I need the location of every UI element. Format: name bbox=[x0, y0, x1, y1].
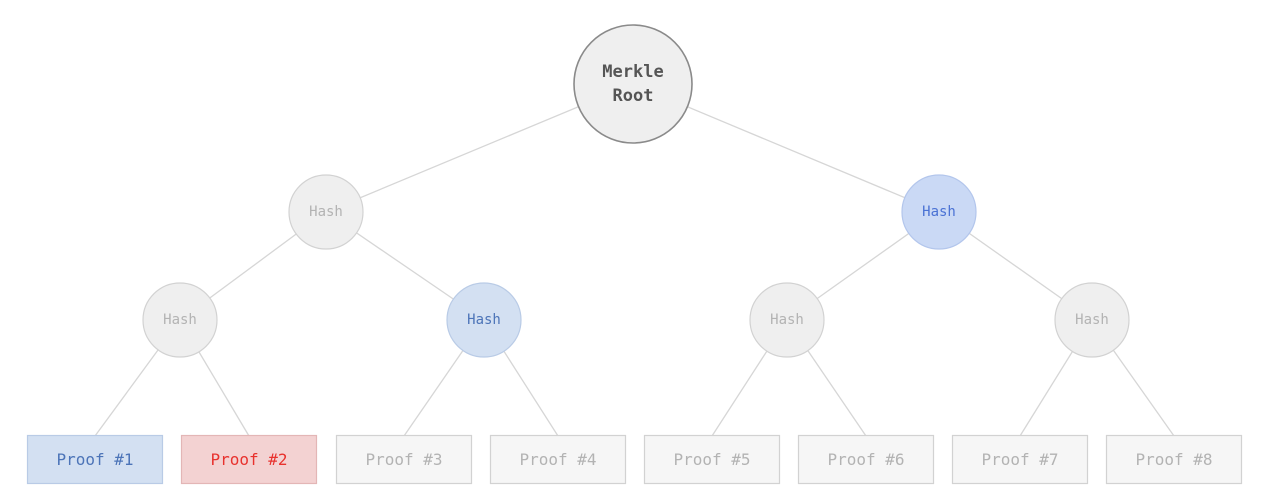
proof-2-label: Proof #2 bbox=[210, 450, 287, 469]
hash-l2-2-node: Hash bbox=[446, 282, 522, 358]
hash-l2-3-node: Hash bbox=[749, 282, 825, 358]
hash-l2-3-label: Hash bbox=[770, 312, 804, 328]
proof-6-leaf: Proof #6 bbox=[797, 434, 935, 485]
hash-l2-3-circle bbox=[749, 282, 825, 358]
hash-l2-2-label: Hash bbox=[467, 312, 501, 328]
proof-7-label: Proof #7 bbox=[981, 450, 1058, 469]
proof-1-box bbox=[26, 434, 164, 485]
proof-1-label: Proof #1 bbox=[56, 450, 133, 469]
proof-5-leaf: Proof #5 bbox=[643, 434, 781, 485]
hash-l2-1-node: Hash bbox=[142, 282, 218, 358]
hash-l2-1-label: Hash bbox=[163, 312, 197, 328]
proof-3-leaf: Proof #3 bbox=[335, 434, 473, 485]
proof-3-label: Proof #3 bbox=[365, 450, 442, 469]
proof-2-box bbox=[180, 434, 318, 485]
merkle-root-circle bbox=[573, 24, 693, 144]
merkle-root-label-line-2: Root bbox=[613, 86, 654, 106]
hash-l2-4-node: Hash bbox=[1054, 282, 1130, 358]
hash-l1-right-label: Hash bbox=[922, 204, 956, 220]
proof-4-box bbox=[489, 434, 627, 485]
proof-8-leaf: Proof #8 bbox=[1105, 434, 1243, 485]
proof-7-box bbox=[951, 434, 1089, 485]
proof-3-box bbox=[335, 434, 473, 485]
hash-l2-4-circle bbox=[1054, 282, 1130, 358]
proof-8-box bbox=[1105, 434, 1243, 485]
proof-1-leaf: Proof #1 bbox=[26, 434, 164, 485]
proof-8-label: Proof #8 bbox=[1135, 450, 1212, 469]
hash-l1-right-node: Hash bbox=[901, 174, 977, 250]
proof-2-leaf: Proof #2 bbox=[180, 434, 318, 485]
hash-l2-1-circle bbox=[142, 282, 218, 358]
proof-7-leaf: Proof #7 bbox=[951, 434, 1089, 485]
hash-l1-left-circle bbox=[288, 174, 364, 250]
hash-l1-left-node: Hash bbox=[288, 174, 364, 250]
hash-l2-4-label: Hash bbox=[1075, 312, 1109, 328]
proof-6-box bbox=[797, 434, 935, 485]
proof-5-box bbox=[643, 434, 781, 485]
hash-l1-left-label: Hash bbox=[309, 204, 343, 220]
hash-l2-2-circle bbox=[446, 282, 522, 358]
hash-l1-right-circle bbox=[901, 174, 977, 250]
merkle-root-label-line-1: Merkle bbox=[602, 62, 663, 82]
proof-5-label: Proof #5 bbox=[673, 450, 750, 469]
proof-4-leaf: Proof #4 bbox=[489, 434, 627, 485]
proof-4-label: Proof #4 bbox=[519, 450, 596, 469]
proof-6-label: Proof #6 bbox=[827, 450, 904, 469]
